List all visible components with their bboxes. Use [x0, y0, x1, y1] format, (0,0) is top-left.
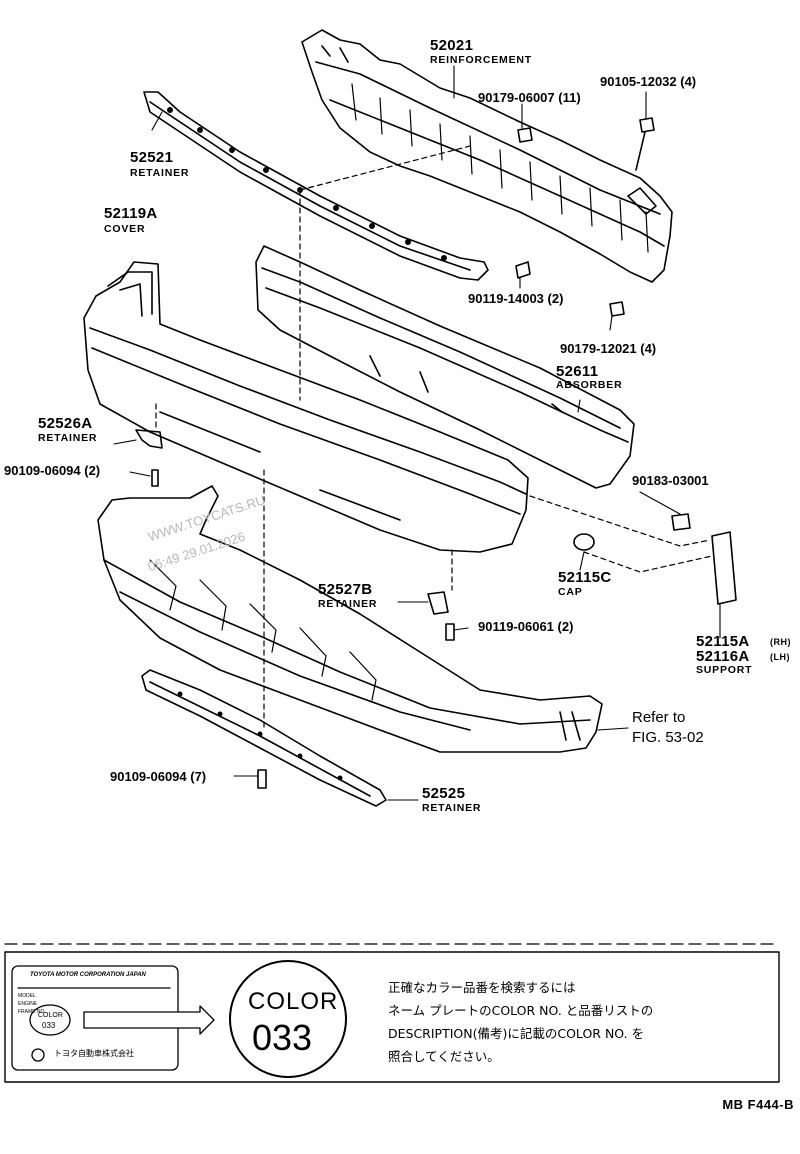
plate-color-code: 033 [42, 1021, 56, 1030]
bolt-90109-a [151, 469, 159, 487]
bolt-shank-90105 [635, 131, 646, 171]
big-color-code: 033 [252, 1017, 313, 1058]
plate-row-frame: FRAME NO. [18, 1009, 46, 1015]
plate-footer: トヨタ自動車株式会社 [54, 1049, 134, 1058]
retainer-52526a [135, 429, 163, 449]
label-52116a-name: SUPPORT [696, 664, 753, 676]
figure-code: MB F444-B [722, 1097, 794, 1112]
plate-header: TOYOTA MOTOR CORPORATION JAPAN [30, 972, 146, 978]
bolt-90119-14003 [515, 261, 531, 279]
label-90119-06061: 90119-06061 (2) [478, 619, 574, 634]
refer-to-line1: Refer to [632, 709, 686, 726]
label-52115a-number: 52115A [696, 633, 750, 650]
lower-cover-part [97, 485, 603, 753]
plate-color-label: COLOR [38, 1012, 63, 1019]
color-circle [229, 960, 347, 1078]
cap-52115c [573, 533, 595, 551]
refer-to-line2: FIG. 53-02 [632, 729, 704, 746]
label-52021-number: 52021 [430, 37, 474, 54]
note-jp-line3: DESCRIPTION(備考)に記載のCOLOR NO. を [388, 1026, 645, 1041]
label-90179-12021: 90179-12021 (4) [560, 341, 657, 356]
support-52115a [711, 531, 737, 605]
label-52525-name: RETAINER [422, 802, 482, 814]
label-52521-number: 52521 [130, 149, 174, 166]
big-color-label: COLOR [248, 988, 339, 1015]
label-52116a-side: (LH) [770, 652, 790, 662]
label-52021-name: REINFORCEMENT [430, 54, 532, 66]
reinforcement-part [301, 29, 673, 283]
leader-lines [113, 65, 721, 801]
label-52115c-name: CAP [558, 586, 583, 598]
name-plate-illustration [11, 965, 215, 1071]
note-jp-line1: 正確なカラー品番を検索するには [388, 980, 576, 995]
label-52116a-number: 52116A [696, 648, 750, 665]
retainer-52527b [427, 591, 449, 615]
nut-90179-06007 [517, 127, 533, 143]
label-52611-number: 52611 [556, 363, 599, 380]
label-52527b-number: 52527B [318, 581, 373, 598]
note-jp-line4: 照合してください。 [388, 1049, 500, 1064]
label-52526a-name: RETAINER [38, 432, 98, 444]
note-jp-line2: ネーム プレートのCOLOR NO. と品番リストの [388, 1003, 654, 1018]
label-90119-14003: 90119-14003 (2) [468, 291, 564, 306]
label-52525-number: 52525 [422, 785, 466, 802]
retainer-52525-part [141, 669, 387, 807]
label-52119a-number: 52119A [104, 205, 158, 222]
label-52526a-number: 52526A [38, 415, 93, 432]
plate-row-model: MODEL [18, 993, 36, 999]
label-52611-name: ABSORBER [556, 379, 623, 391]
clip-90183 [671, 513, 691, 531]
label-90105-12032: 90105-12032 (4) [600, 74, 697, 89]
label-52521-name: RETAINER [130, 167, 190, 179]
bolt-90119-06061 [445, 623, 455, 641]
bumper-cover-part [83, 261, 529, 553]
label-90183-03001: 90183-03001 [632, 473, 709, 488]
label-52115a-side: (RH) [770, 637, 791, 647]
nut-90179-12021 [609, 301, 625, 317]
label-90109-06094-a: 90109-06094 (2) [4, 463, 101, 478]
label-52119a-name: COVER [104, 223, 146, 235]
plate-row-engine: ENGINE [18, 1001, 38, 1007]
bolt-head-90105 [639, 117, 655, 133]
retainer-52521-part [143, 91, 489, 281]
bolt-90109-b [257, 769, 267, 789]
label-52527b-name: RETAINER [318, 598, 378, 610]
absorber-part [255, 245, 635, 489]
assembly-lines [155, 145, 713, 731]
label-52115c-number: 52115C [558, 569, 612, 586]
label-90109-06094-b: 90109-06094 (7) [110, 769, 207, 784]
note-box-frame [4, 951, 780, 1083]
fasteners [135, 117, 737, 789]
label-90179-06007: 90179-06007 (11) [478, 90, 581, 105]
